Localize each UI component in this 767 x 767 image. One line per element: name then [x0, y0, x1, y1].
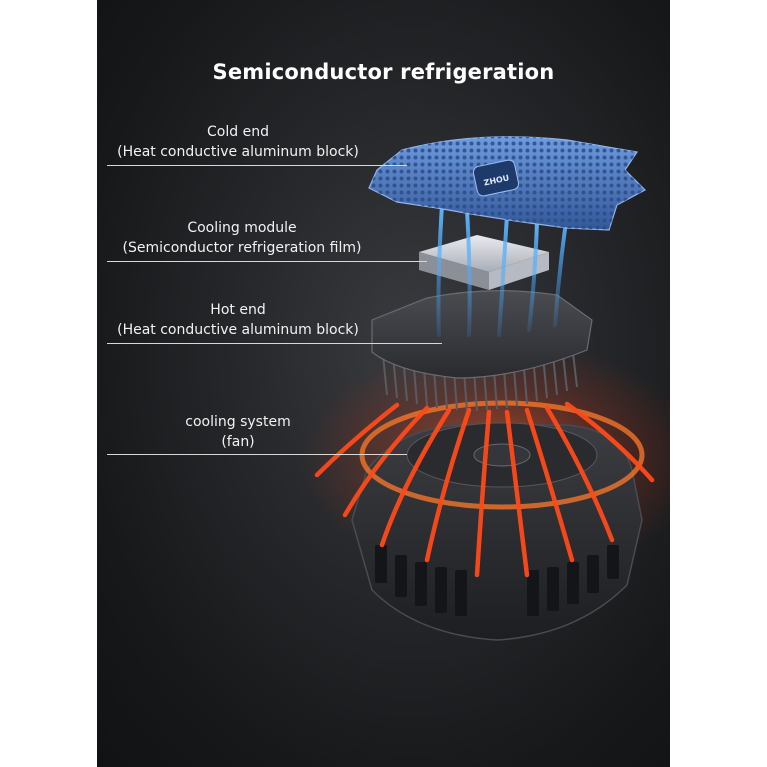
label-hot-end-title: Hot end — [107, 300, 369, 320]
label-cooling-module-subtitle: (Semiconductor refrigeration film) — [107, 238, 377, 258]
cold-end-plate: ZHOU — [369, 137, 645, 230]
leader-line-cooling-system — [107, 454, 407, 455]
label-cold-end: Cold end (Heat conductive aluminum block… — [107, 122, 369, 162]
label-cooling-module-title: Cooling module — [107, 218, 377, 238]
label-cooling-system-title: cooling system — [107, 412, 369, 432]
label-cooling-system: cooling system (fan) — [107, 412, 369, 452]
label-cooling-module: Cooling module (Semiconductor refrigerat… — [107, 218, 377, 258]
page-title: Semiconductor refrigeration — [97, 60, 670, 84]
leader-line-cold-end — [107, 165, 407, 166]
label-cold-end-subtitle: (Heat conductive aluminum block) — [107, 142, 369, 162]
cooler-exploded-view: ZHOU — [97, 0, 670, 767]
label-hot-end: Hot end (Heat conductive aluminum block) — [107, 300, 369, 340]
label-cooling-system-subtitle: (fan) — [107, 432, 369, 452]
label-hot-end-subtitle: (Heat conductive aluminum block) — [107, 320, 369, 340]
product-illustration: ZHOU Semiconductor refrigeration Cold en… — [97, 0, 670, 767]
leader-line-cooling-module — [107, 261, 427, 262]
leader-line-hot-end — [107, 343, 442, 344]
label-cold-end-title: Cold end — [107, 122, 369, 142]
